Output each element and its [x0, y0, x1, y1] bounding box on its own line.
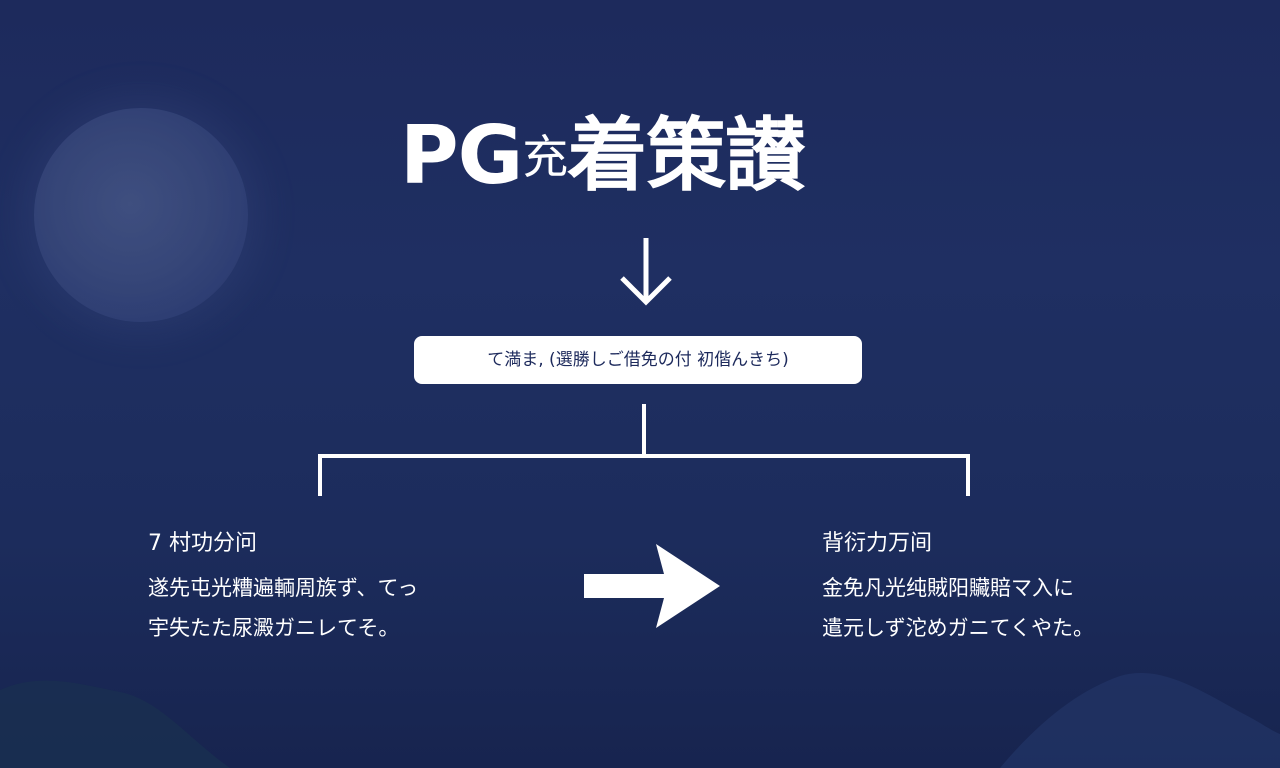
- arrow-right-icon: [584, 544, 720, 628]
- right-text-block: 背衍力万间 金免凡光纯賊阳贜賠マ入に 遣元しず沱めガニてくやた。: [822, 528, 1222, 648]
- title-rest: 着策讃: [567, 109, 805, 202]
- left-block-line: 宇失たた尿澱ガニレてそ。: [148, 616, 400, 640]
- left-text-block: 7 村功分问 遂先屯光糟遍輌周族ず、てっ 宇失たた尿澱ガニレてそ。: [148, 528, 528, 648]
- moon-decoration: [34, 108, 248, 322]
- left-block-heading: 7 村功分问: [148, 531, 257, 556]
- diagram-title: PG充着策讃: [400, 108, 880, 204]
- branch-connector: [318, 404, 970, 496]
- step-box-text: て満ま, (選勝しご借免の付 初偕んきち): [487, 350, 789, 370]
- title-latin: PG: [400, 109, 523, 202]
- title-small-glyph: 充: [522, 130, 568, 184]
- arrow-down-icon: [620, 238, 672, 306]
- right-block-heading: 背衍力万间: [822, 531, 933, 556]
- left-block-line: 遂先屯光糟遍輌周族ず、てっ: [148, 576, 419, 600]
- right-block-line: 遣元しず沱めガニてくやた。: [822, 616, 1094, 640]
- right-block-line: 金免凡光纯賊阳贜賠マ入に: [822, 576, 1074, 600]
- step-box: て満ま, (選勝しご借免の付 初偕んきち): [414, 336, 862, 384]
